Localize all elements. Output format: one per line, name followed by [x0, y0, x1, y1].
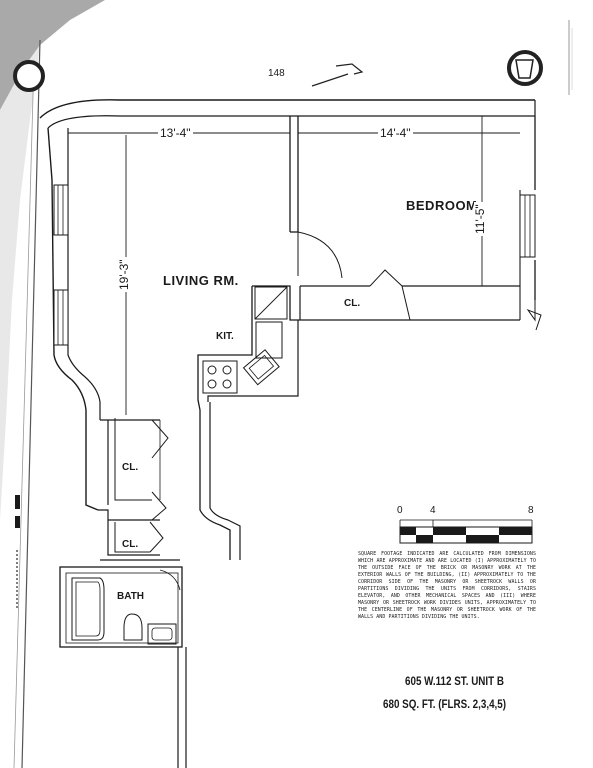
scale-tick-0: 0 [397, 505, 403, 516]
hall-closets [98, 419, 180, 561]
page-number: 148 [268, 68, 285, 79]
bath-sink [147, 623, 177, 645]
room-label-closet-lower: CL. [122, 539, 139, 550]
window-left-lower [53, 289, 69, 346]
toilet [123, 613, 143, 641]
room-label-bath: BATH [117, 591, 145, 602]
kitchen-sink [242, 349, 280, 386]
dim-living-depth: 19'-3" [117, 257, 131, 292]
bath-room [59, 566, 183, 648]
dim-bedroom-width: 14'-4" [378, 126, 413, 140]
scale-tick-4: 4 [430, 505, 436, 516]
room-label-closet-bedroom: CL. [344, 298, 361, 309]
exterior-wall-top [39, 99, 535, 119]
window-left-upper [53, 184, 69, 236]
bathtub [71, 577, 105, 641]
punch-hole-left [13, 60, 45, 92]
square-footage-notes: SQUARE FOOTAGE INDICATED ARE CALCULATED … [358, 551, 536, 620]
room-label-bedroom: BEDROOM [406, 198, 478, 213]
scale-tick-8: 8 [528, 505, 534, 516]
room-label-kitchen: KIT. [216, 331, 234, 342]
exterior-wall-left [47, 127, 99, 511]
window-right [519, 194, 536, 258]
kitchen-walls [197, 285, 300, 560]
unit-address: 605 W.112 ST. UNIT B [405, 674, 504, 688]
kitchen-stove [202, 360, 238, 394]
bedroom-door [297, 231, 343, 279]
scan-shadow [0, 0, 105, 110]
dim-living-width: 13'-4" [158, 126, 193, 140]
scale-bar [399, 519, 533, 544]
kitchen-counter [255, 321, 283, 359]
room-label-living: LIVING RM. [163, 273, 239, 288]
dim-bedroom-depth: 11'-5" [473, 202, 487, 236]
room-label-closet-upper: CL. [122, 462, 139, 473]
unit-area: 680 SQ. FT. (FLRS. 2,3,4,5) [383, 697, 507, 711]
